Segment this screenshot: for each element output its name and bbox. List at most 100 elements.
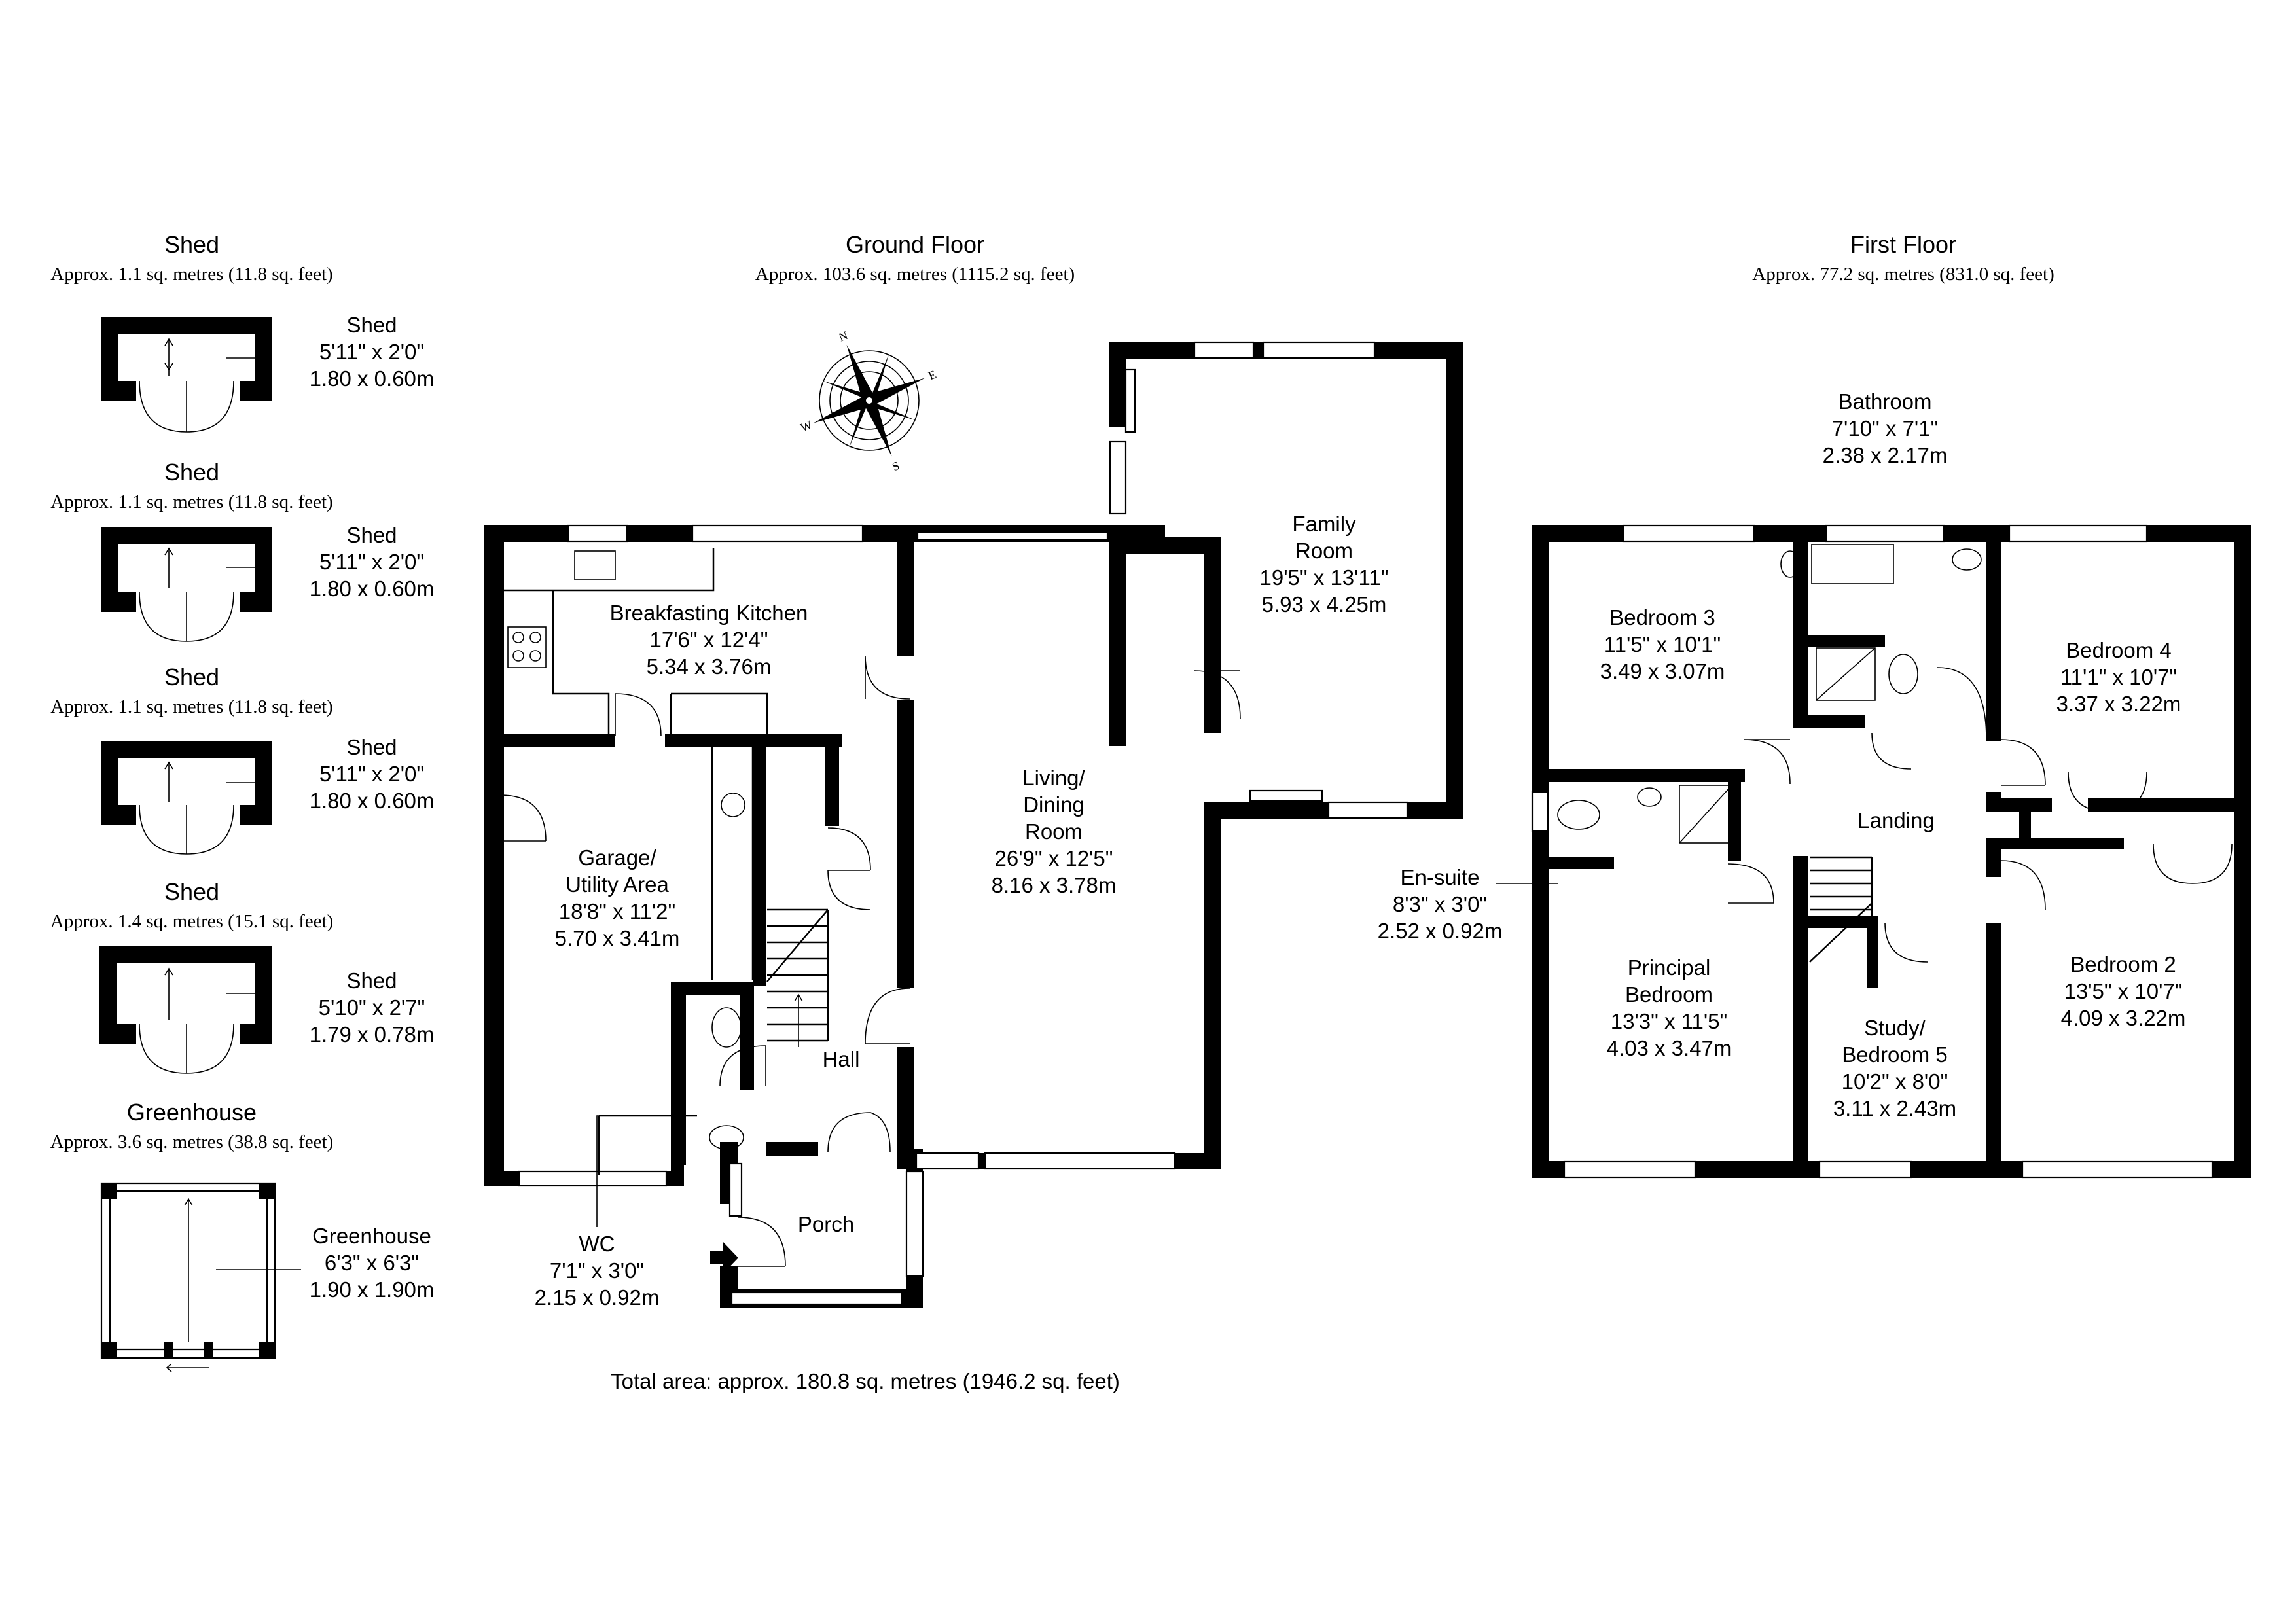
door [827, 1112, 891, 1152]
window [2008, 524, 2148, 543]
family-metric: 5.93 x 4.25m [1262, 592, 1387, 616]
shed-2-area: Approx. 1.1 sq. metres (11.8 sq. feet) [50, 491, 332, 512]
first-floor: Bathroom 7'10" x 7'1" 2.38 x 2.17m Bedro… [1378, 389, 2251, 1179]
compass-rose: N E S W [798, 329, 938, 473]
shed-2-doors [139, 592, 234, 642]
wall [2234, 525, 2251, 1178]
wall [1109, 342, 1126, 427]
door [1727, 863, 1774, 904]
shed-4-arrows [164, 967, 255, 1020]
stairs [766, 908, 829, 1042]
shed-1-arrows [164, 338, 255, 376]
living-imperial: 26'9" x 12'5" [995, 846, 1113, 870]
wall [1109, 537, 1221, 554]
shed-4-title: Shed [164, 878, 219, 905]
door [1937, 667, 1987, 740]
toilet-icon [711, 1007, 742, 1048]
shed-4-area: Approx. 1.4 sq. metres (15.1 sq. feet) [50, 911, 334, 932]
door [1871, 732, 1912, 770]
compass-center [865, 396, 874, 405]
door [2153, 844, 2233, 884]
window [1193, 341, 1255, 359]
toilet-icon [1557, 800, 1600, 830]
wall [484, 525, 504, 1186]
basin-icon [1952, 548, 1982, 571]
bedroom3-imperial: 11'5" x 10'1" [1604, 632, 1721, 656]
family-name: Family [1292, 512, 1356, 536]
kitchen-metric: 5.34 x 3.76m [647, 654, 772, 679]
hob-ring [529, 632, 541, 643]
shower-icon-diag [1816, 647, 1876, 701]
greenhouse-post [101, 1342, 117, 1358]
kitchen-imperial: 17'6" x 12'4" [650, 628, 768, 652]
basin-icon [709, 1125, 744, 1150]
wall [1549, 857, 1614, 869]
landing-name: Landing [1857, 808, 1934, 832]
ground-floor-title: Ground Floor [846, 231, 984, 258]
greenhouse-room: Greenhouse [312, 1224, 431, 1248]
stairs [1809, 856, 1873, 963]
bathroom-imperial: 7'10" x 7'1" [1832, 416, 1939, 440]
shed-3-doors [139, 804, 234, 855]
shed-3: Shed Approx. 1.1 sq. metres (11.8 sq. fe… [50, 664, 435, 855]
garage-metric: 5.70 x 3.41m [555, 926, 680, 950]
window [1109, 440, 1127, 515]
door [2000, 739, 2046, 786]
ground-floor-area: Approx. 103.6 sq. metres (1115.2 sq. fee… [755, 264, 1075, 285]
shed-2-arrows [164, 547, 255, 588]
door [827, 827, 871, 871]
total-area: Total area: approx. 180.8 sq. metres (19… [611, 1369, 1120, 1393]
wall [1549, 769, 1745, 782]
door [615, 693, 662, 737]
shed-1-walls [101, 317, 272, 401]
hob-ring [529, 650, 541, 662]
wall [2019, 798, 2031, 838]
kitchen-name: Breakfasting Kitchen [610, 601, 808, 625]
utility-counter [711, 747, 754, 980]
shed-2-imperial: 5'11" x 2'0" [319, 550, 424, 574]
door [500, 794, 547, 842]
shed-3-metric: 1.80 x 0.60m [310, 789, 435, 813]
wall [1986, 838, 2124, 849]
wall [484, 734, 615, 747]
garage-name: Utility Area [565, 872, 669, 897]
bedroom3-metric: 3.49 x 3.07m [1600, 659, 1725, 683]
bedroom4-imperial: 11'1" x 10'7" [2060, 665, 2178, 689]
living-name: Living/ [1022, 766, 1085, 790]
study-imperial: 10'2" x 8'0" [1842, 1069, 1948, 1094]
greenhouse-arrows [166, 1198, 301, 1372]
garage-name: Garage/ [578, 846, 656, 870]
entrance-arrow-icon [710, 1242, 738, 1274]
family-imperial: 19'5" x 13'11" [1260, 565, 1389, 590]
window [1622, 524, 1755, 543]
window [567, 524, 628, 543]
kitchen-counter [504, 548, 768, 734]
toilet-icon [1888, 654, 1918, 694]
door [1194, 670, 1241, 719]
greenhouse-post [164, 1342, 173, 1358]
wall [1204, 537, 1221, 733]
bedroom3-name: Bedroom 3 [1609, 605, 1715, 630]
wall [674, 982, 686, 1165]
greenhouse-title: Greenhouse [127, 1099, 257, 1126]
greenhouse-post [204, 1342, 213, 1358]
window [1249, 789, 1323, 802]
window [1818, 1160, 1912, 1179]
wc-imperial: 7'1" x 3'0" [550, 1258, 644, 1283]
door [865, 655, 910, 700]
shed-2-room: Shed [346, 523, 397, 547]
ground-floor: Breakfasting Kitchen 17'6" x 12'4" 5.34 … [484, 341, 1463, 1310]
porch-name: Porch [798, 1212, 854, 1236]
compass-s: S [890, 459, 901, 473]
principal-metric: 4.03 x 3.47m [1607, 1036, 1732, 1060]
stairs-arrow [794, 993, 803, 1047]
shed-4-metric: 1.79 x 0.78m [310, 1022, 435, 1046]
wall [2088, 798, 2251, 812]
bathroom-metric: 2.38 x 2.17m [1823, 443, 1948, 467]
wall [897, 700, 914, 988]
wall [1109, 537, 1126, 746]
wall [825, 734, 839, 826]
bedroom4-name: Bedroom 4 [2066, 638, 2171, 662]
study-metric: 3.11 x 2.43m [1833, 1096, 1956, 1120]
